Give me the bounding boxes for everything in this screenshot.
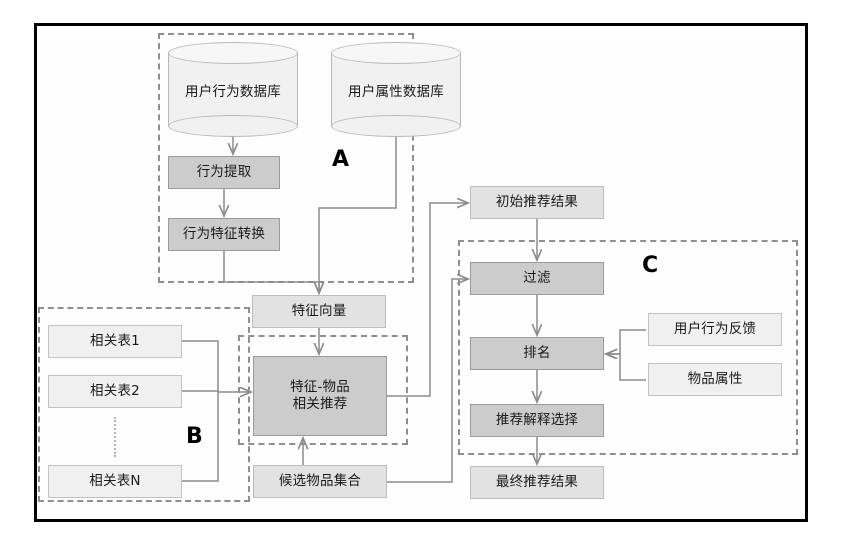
node-label: 用户行为数据库 bbox=[185, 83, 281, 100]
group-box-c bbox=[458, 240, 798, 455]
connector-candidate-to-filter bbox=[387, 279, 468, 483]
node-db-behavior[interactable]: 用户行为数据库 bbox=[168, 42, 298, 137]
node-final-recommendation-result[interactable]: 最终推荐结果 bbox=[470, 466, 604, 499]
node-db-attribute[interactable]: 用户属性数据库 bbox=[331, 42, 461, 137]
node-explanation-selection[interactable]: 推荐解释选择 bbox=[470, 404, 604, 437]
group-label-b: B bbox=[186, 424, 203, 449]
group-label-c: C bbox=[642, 253, 659, 278]
node-behavior-extract[interactable]: 行为提取 bbox=[168, 156, 280, 189]
node-feature-item-recommendation[interactable]: 特征-物品 相关推荐 bbox=[253, 356, 387, 436]
connector-group bbox=[218, 137, 646, 483]
connector-db-attribute-to-feature-vector bbox=[319, 137, 397, 293]
bus-line-table-1 bbox=[182, 340, 219, 392]
node-candidate-item-set[interactable]: 候选物品集合 bbox=[253, 465, 387, 498]
node-relation-table-2[interactable]: 相关表2 bbox=[48, 375, 182, 408]
group-label-a: A bbox=[332, 147, 350, 172]
group-box-b bbox=[38, 307, 250, 502]
bus-line-table-n bbox=[182, 392, 219, 482]
cylinder-body bbox=[168, 53, 298, 126]
connector-item-attribute-to-ranking bbox=[606, 354, 646, 381]
node-filter[interactable]: 过滤 bbox=[470, 262, 604, 295]
node-label: 用户属性数据库 bbox=[348, 83, 444, 100]
group-box-core-rec bbox=[238, 335, 408, 445]
cylinder-bottom bbox=[331, 115, 461, 137]
ellipsis-dots bbox=[114, 417, 116, 457]
relation-table-bus bbox=[182, 340, 219, 482]
connector-rec-to-initial-result bbox=[387, 203, 468, 397]
node-relation-table-1[interactable]: 相关表1 bbox=[48, 325, 182, 358]
group-box-a bbox=[158, 33, 414, 283]
cylinder-body bbox=[331, 53, 461, 126]
node-initial-recommendation-result[interactable]: 初始推荐结果 bbox=[470, 186, 604, 219]
node-user-behavior-feedback[interactable]: 用户行为反馈 bbox=[648, 313, 782, 346]
node-relation-table-n[interactable]: 相关表N bbox=[48, 465, 182, 498]
node-behavior-transform[interactable]: 行为特征转换 bbox=[168, 218, 280, 251]
node-item-attribute[interactable]: 物品属性 bbox=[648, 363, 782, 396]
cylinder-top bbox=[331, 42, 461, 64]
cylinder-bottom bbox=[168, 115, 298, 137]
node-ranking[interactable]: 排名 bbox=[470, 337, 604, 370]
node-feature-vector[interactable]: 特征向量 bbox=[252, 295, 386, 328]
cylinder-top bbox=[168, 42, 298, 64]
